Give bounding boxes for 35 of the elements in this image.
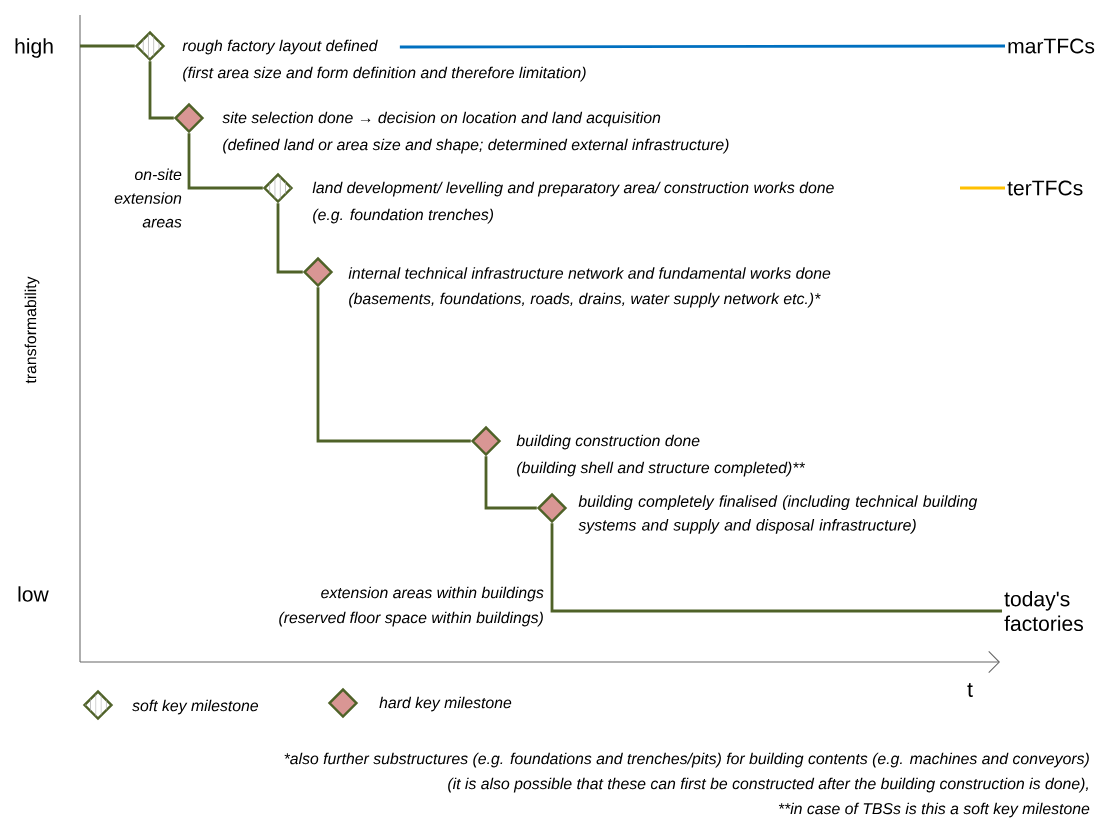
range-line — [960, 186, 1005, 190]
axis-label: low — [18, 586, 49, 602]
range-line — [399, 44, 1005, 49]
step-line — [316, 287, 471, 443]
milestone-description: (e.g. foundation trenches) — [313, 208, 494, 224]
legend-label: soft key milestone — [132, 699, 259, 715]
axis-title: transformability — [24, 276, 40, 384]
milestone-description: land development/ levelling and preparatory area/ construction works done — [312, 181, 834, 197]
axis-title: t — [967, 683, 973, 697]
milestone-description: building construction done — [516, 434, 700, 450]
step-line — [187, 133, 263, 190]
annotation-text: on-site extension areas — [114, 168, 182, 228]
milestone-description: (basements, foundations, roads, drains, water supply network etc.)* — [349, 292, 821, 308]
step-line — [276, 203, 303, 274]
milestone-description: rough factory layout defined — [182, 39, 378, 55]
step-line — [148, 61, 174, 120]
step-line — [80, 44, 135, 48]
axis-label: high — [15, 38, 53, 58]
legend-label: hard key milestone — [379, 696, 512, 712]
category-label: today's factories — [1004, 591, 1084, 632]
milestone-description: internal technical infrastructure network and fundamental works done — [348, 267, 831, 279]
milestone-description: building completely finalised (including technical building systems and supply and disposal infrastructure) — [578, 495, 978, 534]
annotation-text: extension areas within buildings — [321, 586, 544, 602]
milestone-description: (first area size and form definition and therefore limitation) — [183, 66, 586, 82]
step-line — [550, 523, 1002, 613]
category-label: marTFCs — [1008, 38, 1095, 54]
milestone-description: (defined land or area size and shape; determined external infrastructure) — [223, 138, 729, 154]
milestone-description: site selection done → decision on location and land acquisition — [222, 111, 661, 127]
footnote-text: *also further substructures (e.g. foundations and trenches/pits) for building contents (e.g. machines and conveyors) — [284, 752, 1089, 768]
footnote-text: **in case of TBSs is this a soft key milestone — [778, 802, 1090, 818]
annotation-text: (reserved floor space within buildings) — [279, 611, 543, 627]
category-label: terTFCs — [1007, 180, 1083, 196]
step-line — [484, 456, 537, 510]
milestone-description: (building shell and structure completed)** — [517, 461, 805, 477]
footnote-text: (it is also possible that these can first be constructed after the building construction is done), — [448, 777, 1088, 793]
